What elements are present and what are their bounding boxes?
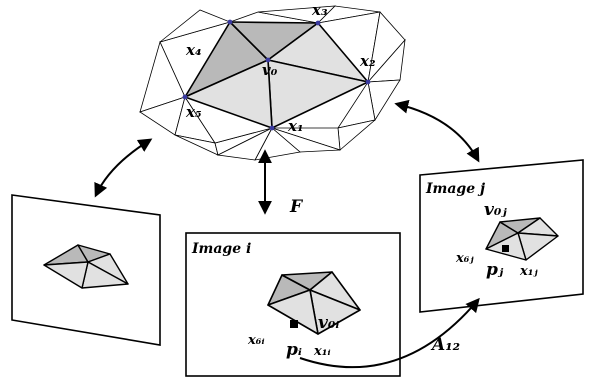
arrow-mesh-left-plane — [94, 138, 153, 198]
left-plane-mesh — [43, 244, 129, 289]
label-x3: x₃ — [311, 1, 328, 19]
arrow-transform-a12 — [299, 297, 480, 369]
label-x4: x₄ — [185, 41, 202, 59]
label-v0j: v₀ⱼ — [484, 200, 507, 220]
mesh-face-light-3 — [184, 59, 273, 129]
image-j-mesh — [485, 217, 559, 261]
image-j-point-marker — [502, 245, 509, 252]
label-v0: v₀ — [262, 61, 278, 79]
mesh: x₃ x₄ v₀ x₂ x₅ x₁ — [139, 1, 406, 161]
image-i-title: Image i — [191, 241, 251, 257]
image-i-point-marker — [290, 320, 298, 328]
label-pi: pᵢ — [286, 340, 302, 360]
label-x6i: x₆ᵢ — [247, 333, 265, 348]
label-x1i: x₁ᵢ — [313, 344, 331, 359]
label-x1: x₁ — [287, 117, 304, 135]
mesh-outer-wireframe — [139, 5, 406, 161]
label-x6j: x₆ⱼ — [455, 251, 474, 266]
mesh-vertices — [182, 19, 371, 131]
image-i-mesh — [267, 271, 361, 335]
label-v0i: v₀ᵢ — [318, 313, 339, 333]
label-x1j: x₁ⱼ — [519, 264, 538, 279]
image-j-title: Image j — [425, 181, 485, 197]
arrow-mesh-image-j — [394, 99, 480, 163]
label-x5: x₅ — [185, 103, 202, 121]
label-pj: pⱼ — [486, 260, 504, 280]
left-image-plane — [11, 194, 161, 346]
label-projection-f: F — [289, 197, 304, 217]
label-transform-a12: A₁₂ — [430, 335, 460, 355]
image-i-panel: Image i v₀ᵢ x₆ᵢ pᵢ x₁ᵢ — [185, 232, 401, 377]
label-x2: x₂ — [359, 52, 376, 70]
image-j-panel: Image j v₀ⱼ x₆ⱼ pⱼ x₁ⱼ — [419, 159, 584, 313]
arrows — [94, 99, 480, 369]
mesh-central-faces — [184, 21, 369, 129]
